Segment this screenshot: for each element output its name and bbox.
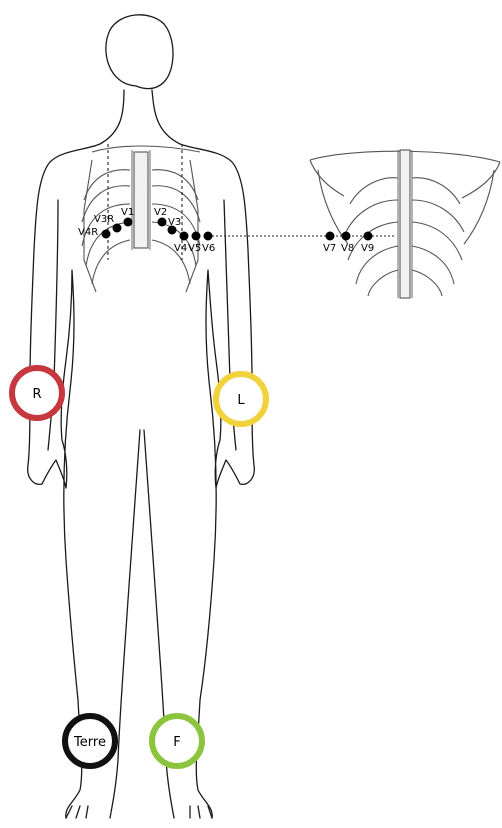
lead-v8-marker	[342, 232, 351, 241]
lead-v1-marker	[124, 218, 133, 227]
limb-electrode-l: L	[216, 374, 266, 424]
limb-electrode-f: F	[152, 716, 202, 766]
lead-v3-label: V3	[168, 217, 181, 228]
lead-v2-label: V2	[154, 207, 167, 218]
lead-v3r-label: V3R	[94, 214, 114, 225]
lead-v4r-marker	[102, 230, 111, 239]
lead-v9-marker	[364, 232, 373, 241]
lead-v6-label: V6	[202, 243, 215, 254]
lead-v4-label: V4	[174, 243, 187, 254]
lead-v5-label: V5	[188, 243, 201, 254]
back-leads: V7 V8 V9	[323, 232, 374, 255]
back-ribcage	[310, 150, 500, 298]
lead-v7-label: V7	[323, 243, 336, 254]
limb-electrode-terre: Terre	[65, 716, 115, 766]
lead-v8-label: V8	[341, 243, 354, 254]
electrode-terre-label: Terre	[73, 735, 106, 750]
lead-v1-label: V1	[121, 207, 134, 218]
lead-v5-marker	[192, 232, 201, 241]
limb-electrode-r: R	[12, 368, 62, 418]
lead-v7-marker	[326, 232, 335, 241]
electrode-l-label: L	[237, 393, 245, 408]
electrode-r-label: R	[32, 387, 41, 402]
electrode-f-label: F	[173, 735, 180, 750]
lead-v4-marker	[180, 232, 189, 241]
lead-v4r-label: V4R	[78, 227, 98, 238]
lead-v9-label: V9	[361, 243, 374, 254]
lead-v2-marker	[158, 218, 167, 227]
lead-v6-marker	[204, 232, 213, 241]
